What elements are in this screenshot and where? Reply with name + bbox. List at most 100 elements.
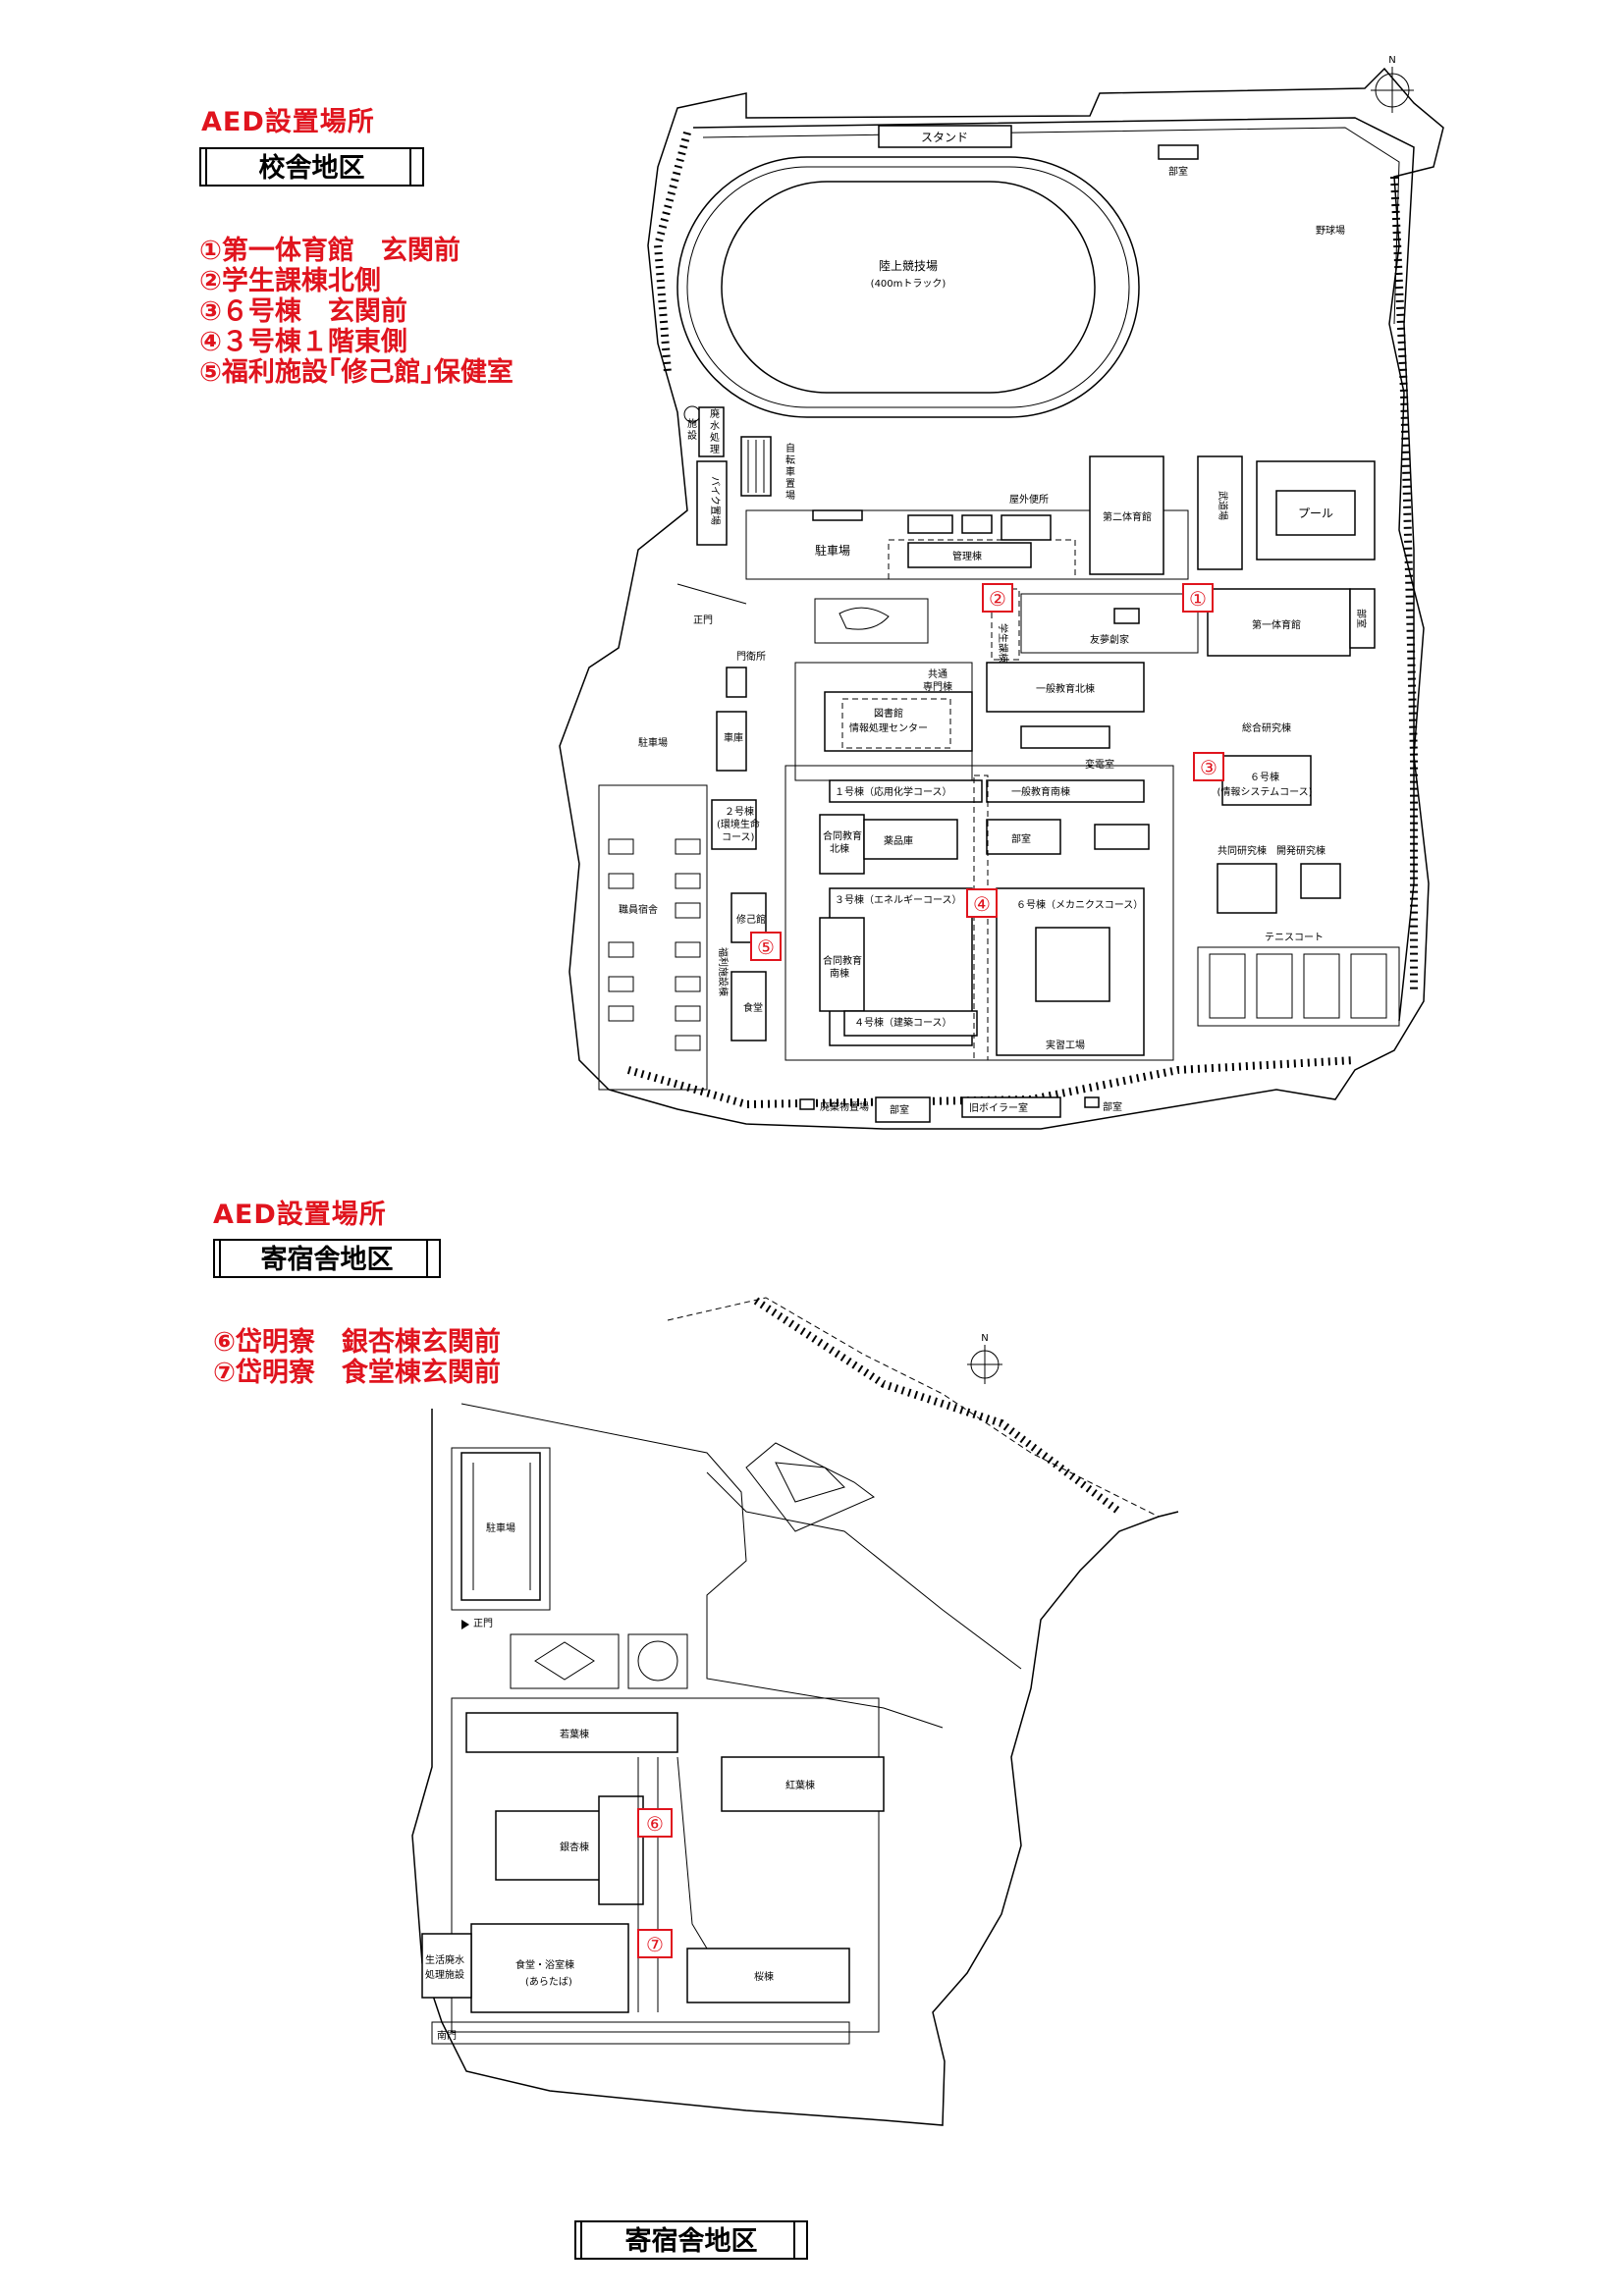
first-gym-label: 第一体育館: [1252, 618, 1301, 631]
gatehouse-label: 門衛所: [736, 650, 766, 663]
svg-text:⑦: ⑦: [646, 1933, 664, 1956]
old-boiler-label: 旧ボイラー室: [969, 1101, 1028, 1114]
svg-text:合同教育: 合同教育: [823, 954, 862, 967]
second-gym-label: 第二体育館: [1103, 510, 1152, 523]
shukikan-label: 修己館: [736, 913, 766, 926]
aratab-label: (あらたば): [525, 1976, 572, 1988]
stand-building: [878, 125, 1012, 148]
svg-text:２号棟: ２号棟: [725, 805, 754, 818]
dorm-footer-label: 寄宿舎地区: [574, 2220, 808, 2260]
development-research-label: 開発研究棟: [1276, 844, 1325, 857]
campus-map: スタンド 陸上競技場 (400mトラック) 部室 野球場 N 廃 水 処 理 施…: [559, 55, 1444, 1130]
svg-text:水: 水: [710, 420, 720, 432]
aed-marker-1[interactable]: ①: [1182, 583, 1214, 613]
campus-aed-legend: ①第一体育館 玄関前 ②学生課棟北側 ③６号棟 玄関前 ④３号棟１階東側 ⑤福利…: [199, 236, 514, 388]
svg-text:部室: 部室: [1355, 609, 1368, 628]
waste-storage-label: 廃棄物置場: [820, 1100, 869, 1113]
tennis-label: テニスコート: [1265, 933, 1324, 943]
track-sub-label: (400mトラック): [871, 278, 947, 290]
svg-text:転: 転: [785, 454, 795, 466]
legend-item-6: ⑥岱明寮 銀杏棟玄関前: [213, 1327, 501, 1358]
svg-text:⑤: ⑤: [757, 935, 775, 959]
building3-label: ３号棟（エネルギーコース）: [835, 893, 962, 906]
svg-text:②: ②: [989, 587, 1006, 611]
main-gate-label: 正門: [693, 614, 713, 626]
svg-text:６号棟: ６号棟: [1250, 771, 1279, 783]
general-north-label: 一般教育北棟: [1036, 682, 1095, 695]
admin-building-label: 管理棟: [952, 550, 982, 562]
svg-text:理: 理: [710, 444, 720, 455]
svg-text:生活廃水: 生活廃水: [425, 1953, 464, 1966]
svg-text:③: ③: [1200, 756, 1217, 779]
dorm-district-label: 寄宿舎地区: [213, 1239, 441, 1278]
svg-text:設: 設: [687, 429, 697, 442]
stand-label: スタンド: [921, 131, 968, 144]
svg-text:処: 処: [710, 431, 720, 444]
svg-text:コース): コース): [722, 832, 754, 843]
aed-marker-2[interactable]: ②: [982, 583, 1013, 613]
svg-text:(環境生命: (環境生命: [717, 818, 760, 830]
sakura-building-label: 桜棟: [754, 1970, 774, 1983]
baseball-label: 野球場: [1316, 224, 1345, 237]
building6-info-label: (情報システムコース): [1217, 785, 1312, 798]
svg-text:南棟: 南棟: [830, 967, 849, 980]
comprehensive-research-label: 総合研究棟: [1242, 721, 1291, 734]
svg-text:専門棟: 専門棟: [923, 680, 952, 693]
svg-text:N: N: [1388, 55, 1395, 66]
dorm-aed-title: AED設置場所: [213, 1200, 387, 1230]
svg-text:④: ④: [973, 892, 991, 916]
wastewater-label: 処理施設: [425, 1968, 464, 1981]
substation-label: 変電室: [1085, 758, 1114, 771]
building1-label: １号棟（応用化学コース）: [835, 785, 952, 798]
dorm-boundary: [411, 1409, 1179, 2126]
dining-bath-label: 食堂・浴室棟: [515, 1958, 574, 1971]
svg-text:自: 自: [785, 442, 795, 454]
legend-item-7: ⑦岱明寮 食堂棟玄関前: [213, 1358, 501, 1388]
joint-research-label: 共同研究棟: [1217, 844, 1267, 857]
campus-district-label: 校舎地区: [199, 147, 424, 187]
campus-boundary: [559, 67, 1444, 1130]
svg-text:N: N: [981, 1333, 988, 1344]
info-center-label: 情報処理センター: [849, 721, 928, 734]
svg-text:部室: 部室: [890, 1103, 909, 1116]
cafeteria-label: 食堂: [743, 1001, 763, 1014]
yuumu-label: 友夢創家: [1090, 633, 1129, 646]
svg-text:車: 車: [785, 465, 795, 478]
legend-item-3: ③６号棟 玄関前: [199, 296, 407, 327]
legend-item-2: ②学生課棟北側: [199, 266, 381, 296]
aed-marker-5[interactable]: ⑤: [750, 932, 782, 961]
workshop-label: 実習工場: [1046, 1039, 1085, 1051]
svg-text:部室: 部室: [1103, 1100, 1122, 1113]
svg-text:部室: 部室: [1011, 832, 1031, 845]
aed-marker-3[interactable]: ③: [1193, 752, 1224, 781]
library-label: 図書館: [874, 707, 903, 720]
aed-marker-6[interactable]: ⑥: [637, 1808, 673, 1838]
svg-text:合同教育: 合同教育: [823, 829, 862, 842]
wakaba-building-label: 若葉棟: [560, 1728, 589, 1740]
svg-text:北棟: 北棟: [830, 842, 849, 855]
svg-text:廃: 廃: [710, 407, 720, 420]
staff-housing-label: 職員宿舎: [619, 903, 658, 916]
svg-text:共通: 共通: [928, 668, 947, 680]
svg-text:施: 施: [687, 417, 697, 430]
chemicals-storage-label: 薬品庫: [884, 834, 913, 847]
club-room-label: 部室: [1168, 165, 1188, 178]
campus-aed-title: AED設置場所: [201, 107, 375, 137]
welfare-building-label: 福利施設棟: [717, 947, 730, 996]
icho-building-label: 銀杏棟: [560, 1841, 589, 1853]
track-label: 陸上競技場: [879, 258, 938, 273]
bike-parking-label: バイク置場: [709, 476, 722, 525]
legend-item-1: ①第一体育館 玄関前: [199, 236, 460, 266]
legend-item-5: ⑤福利施設｢修己館｣保健室: [199, 357, 514, 388]
dorm-main-gate-label: 正門: [473, 1618, 493, 1629]
legend-item-4: ④３号棟１階東側: [199, 327, 407, 357]
building4-label: ４号棟（建築コース）: [854, 1016, 952, 1029]
aed-marker-7[interactable]: ⑦: [637, 1929, 673, 1958]
svg-text:場: 場: [785, 489, 795, 502]
martial-arts-hall-label: 武道場: [1217, 491, 1229, 520]
svg-text:⑥: ⑥: [646, 1812, 664, 1836]
building6-mech-label: ６号棟（メカニクスコース）: [1016, 898, 1143, 911]
svg-text:①: ①: [1189, 587, 1207, 611]
aed-marker-4[interactable]: ④: [966, 888, 998, 918]
dorm-north-arrow: N: [967, 1333, 1002, 1384]
